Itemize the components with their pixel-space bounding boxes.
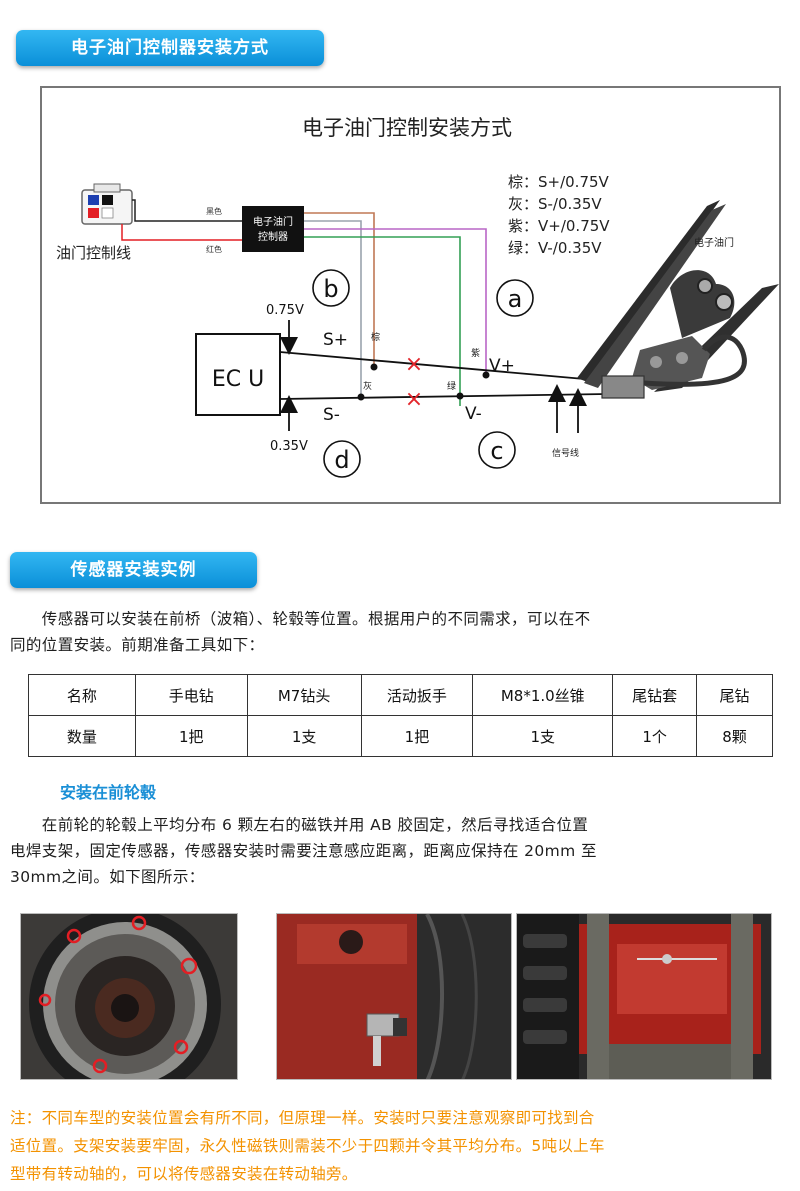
tag-gray: 灰 [363, 380, 372, 392]
table-cell: 尾钻套 [612, 674, 698, 716]
wire-red-label: 红色 [206, 244, 222, 254]
wire-gray [304, 220, 362, 397]
table-cell: 1把 [134, 715, 248, 757]
table-cell: 8颗 [696, 715, 773, 757]
connector-label: 油门控制线 [56, 244, 131, 262]
install-note: 注：不同车型的安装位置会有所不同，但原理一样。安装时只要注意观察即可找到合 适位… [10, 1104, 795, 1188]
table-cell: 名称 [28, 674, 136, 716]
install-paragraph: 在前轮的轮毂上平均分布 6 颗左右的磁铁并用 AB 胶固定，然后寻找适合位置 电… [10, 812, 795, 890]
tag-purple: 紫 [471, 348, 480, 359]
install-line: 在前轮的轮毂上平均分布 6 颗左右的磁铁并用 AB 胶固定，然后寻找适合位置 [10, 816, 589, 834]
legend-brown: 棕：S+/0.75V [508, 173, 610, 191]
tools-table: 名称 手电钻 M7钻头 活动扳手 M8*1.0丝锥 尾钻套 尾钻 数量 1把 1… [28, 674, 773, 757]
table-header-row: 名称 手电钻 M7钻头 活动扳手 M8*1.0丝锥 尾钻套 尾钻 [28, 674, 773, 716]
tag-brown: 棕 [371, 331, 380, 343]
subsection-title-front-hub: 安装在前轮毂 [60, 783, 157, 802]
wire-green [304, 236, 461, 406]
note-line: 注：不同车型的安装位置会有所不同，但原理一样。安装时只要注意观察即可找到合 [10, 1109, 595, 1127]
table-cell: M8*1.0丝锥 [472, 674, 614, 716]
photo-sensor-bracket [276, 913, 512, 1080]
wiring-diagram-svg: 电子油门控制安装方式 棕：S+/0.75V 灰：S-/0.35V 紫：V+/0.… [56, 116, 779, 478]
cut-mark-lower: × [405, 387, 423, 412]
diagram-title: 电子油门控制安装方式 [302, 116, 512, 140]
table-row: 数量 1把 1支 1把 1支 1个 8颗 [28, 715, 773, 757]
controller-label-line2: 控制器 [258, 230, 288, 243]
pedal-label: 电子油门 [694, 236, 734, 249]
note-line: 型带有转动轴的，可以将传感器安装在转动轴旁。 [10, 1165, 358, 1183]
ecu-label: EC U [212, 367, 264, 392]
letter-b: b [323, 275, 338, 303]
intro-paragraph: 传感器可以安装在前桥（波箱）、轮毂等位置。根据用户的不同需求，可以在不 同的位置… [10, 606, 795, 658]
signal-line-label: 信号线 [552, 447, 579, 459]
photo-wheel-hub-magnets [20, 913, 238, 1080]
label-v-plus: V+ [489, 356, 515, 376]
label-v-minus: V- [465, 404, 482, 424]
ecu-box [195, 333, 281, 416]
voltage-075-label: 0.75V [266, 303, 304, 318]
label-s-minus: S- [323, 405, 340, 425]
table-cell: 1把 [360, 715, 474, 757]
table-cell: 尾钻 [696, 674, 773, 716]
install-line: 30mm之间。如下图所示： [10, 868, 205, 886]
intro-line: 传感器可以安装在前桥（波箱）、轮毂等位置。根据用户的不同需求，可以在不 [10, 610, 591, 628]
table-cell: 1个 [612, 715, 698, 757]
voltage-035-label: 0.35V [270, 439, 308, 454]
table-cell: 活动扳手 [360, 674, 474, 716]
throttle-controller-box [242, 206, 304, 252]
install-line: 电焊支架，固定传感器，传感器安装时需要注意感应距离，距离应保持在 20mm 至 [10, 842, 597, 860]
letter-d: d [334, 446, 349, 474]
legend-gray: 灰：S-/0.35V [508, 195, 602, 213]
controller-label-line1: 电子油门 [253, 215, 293, 228]
table-cell: 1支 [246, 715, 362, 757]
letter-a: a [508, 285, 523, 313]
section-title-throttle-install: 电子油门控制器安装方式 [16, 30, 324, 66]
throttle-connector [81, 183, 133, 225]
note-line: 适位置。支架安装要牢固，永久性磁铁则需装不少于四颗并令其平均分布。5吨以上车 [10, 1137, 605, 1155]
tag-green: 绿 [447, 380, 456, 392]
wire-purple [304, 228, 487, 375]
letter-c: c [490, 437, 503, 465]
table-cell: 1支 [472, 715, 614, 757]
label-s-plus: S+ [323, 330, 348, 350]
legend-purple: 紫：V+/0.75V [508, 217, 610, 235]
legend-green: 绿：V-/0.35V [508, 239, 602, 257]
table-cell: M7钻头 [246, 674, 362, 716]
photo-mounting-position [516, 913, 772, 1080]
table-cell: 手电钻 [134, 674, 248, 716]
wire-brown [304, 212, 375, 367]
table-cell: 数量 [28, 715, 136, 757]
section-title-sensor-install: 传感器安装实例 [10, 552, 257, 588]
wire-black-label: 黑色 [206, 206, 222, 216]
intro-line: 同的位置安装。前期准备工具如下： [10, 636, 265, 654]
cut-mark-upper: × [405, 352, 423, 377]
wiring-diagram: 电子油门控制安装方式 棕：S+/0.75V 灰：S-/0.35V 紫：V+/0.… [40, 86, 781, 504]
throttle-pedal-illustration [577, 200, 779, 399]
